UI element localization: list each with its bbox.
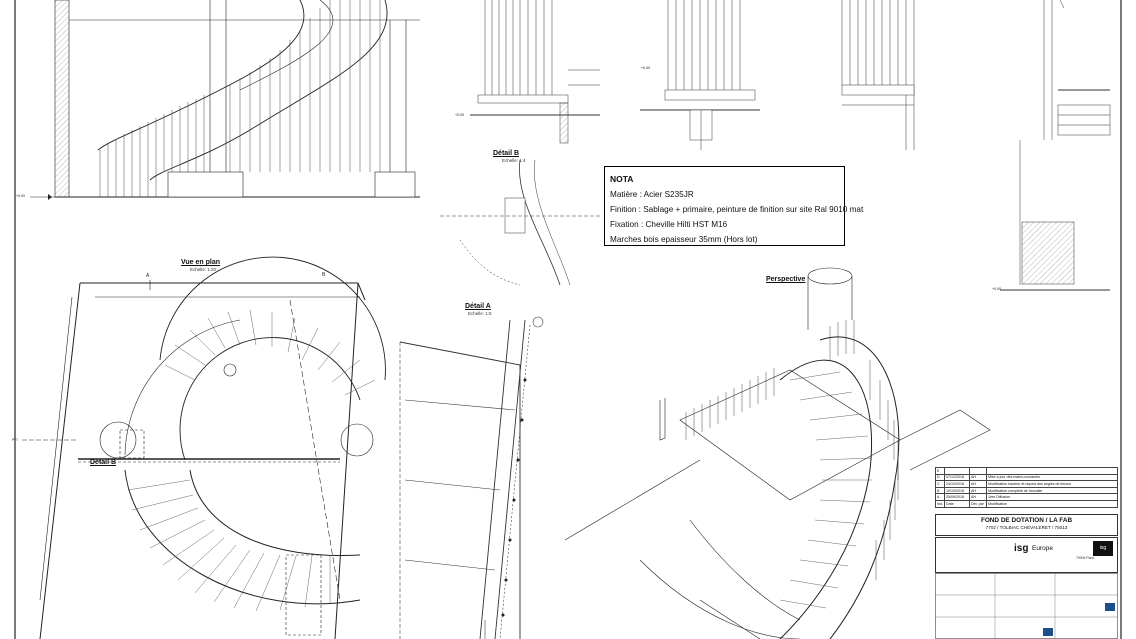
section-1-level-marker: +0.00 xyxy=(455,113,465,117)
rev-date xyxy=(944,467,970,475)
nota-line-steps: Marches bois epaisseur 35mm (Hors lot) xyxy=(610,235,758,244)
section-3 xyxy=(841,0,915,150)
nota-box: NOTA Matière : Acier S235JR Finition : S… xyxy=(604,166,864,246)
perspective-balusters xyxy=(685,320,899,580)
rev-text: 1ère Diffusion xyxy=(986,493,1118,501)
rev-header-date: Date xyxy=(944,499,970,508)
nota-line-fixing: Fixation : Cheville Hilti HST M16 xyxy=(610,220,728,229)
plan-view-title: Vue en plan xyxy=(181,259,221,266)
section-4 xyxy=(1000,0,1111,291)
nota-title: NOTA xyxy=(610,174,634,184)
rev-author xyxy=(969,467,987,475)
project-name: FOND DE DOTATION / LA FAB xyxy=(980,517,1073,524)
rev-date: 10/10/2018 xyxy=(944,486,970,495)
section-2 xyxy=(640,0,760,150)
rev-index: B xyxy=(935,486,945,495)
perspective-treads xyxy=(779,371,873,609)
detail-a-scale: Echelle: 1:5 xyxy=(468,311,492,316)
pfi-marker: PFI xyxy=(12,438,18,442)
rev-text xyxy=(986,467,1118,475)
plan-view xyxy=(22,256,386,639)
rev-index: A xyxy=(935,493,945,501)
detail-b-callout: Détail B xyxy=(90,459,117,466)
title-block-grid xyxy=(935,573,1118,639)
company-box: isg Europe isg 75005 Paris xyxy=(935,537,1118,573)
detail-b-title: Détail B xyxy=(493,150,520,157)
table-row: A 25/09/2018 AH 1ère Diffusion xyxy=(935,493,1118,501)
section-4-level-marker: +0.00 xyxy=(992,287,1002,291)
rev-header-index: Ind. xyxy=(935,499,945,508)
section-b-marker: B xyxy=(322,272,326,278)
table-row: B 10/10/2018 AH Modification complète de… xyxy=(935,486,1118,495)
elevation-level-marker: +0.00 xyxy=(16,194,26,198)
elevation-view xyxy=(54,0,420,198)
table-row: D 07/12/2018 AH Mise à jour des mains-co… xyxy=(935,473,1118,482)
project-address: 7702 / TOLBIAC CHEVALERET / 75013 xyxy=(985,525,1068,530)
rev-text: Modification hauteur et rayons des angle… xyxy=(986,480,1118,488)
plan-treads xyxy=(127,309,376,612)
rev-index: C xyxy=(935,480,945,488)
rev-author: AH xyxy=(969,493,987,501)
rev-date: 24/10/2018 xyxy=(944,480,970,488)
rev-header-text: Modification xyxy=(986,499,1118,508)
rev-author: AH xyxy=(969,480,987,488)
company-logo: isg xyxy=(1014,543,1029,554)
company-region: Europe xyxy=(1032,545,1053,552)
detail-a-drawing xyxy=(399,316,544,639)
perspective-drawing xyxy=(564,267,991,639)
rev-index: E xyxy=(935,467,945,475)
rev-author: AH xyxy=(969,473,987,482)
perspective-title: Perspective xyxy=(766,276,806,283)
revision-table: E D 07/12/2018 AH Mise à jour des mains-… xyxy=(935,467,1118,508)
section-1 xyxy=(470,0,600,144)
section-a-marker: A xyxy=(146,273,150,279)
rev-index: D xyxy=(935,473,945,482)
elevation-balusters xyxy=(99,0,381,197)
company-logo-box: isg xyxy=(1093,541,1113,556)
nota-line-finish: Finition : Sablage + primaire, peinture … xyxy=(610,205,864,214)
rev-text: Mise à jour des mains-courantes xyxy=(986,473,1118,482)
detail-a-title: Détail A xyxy=(465,303,491,310)
nota-line-material: Matière : Acier S235JR xyxy=(610,190,694,199)
detail-b-drawing xyxy=(440,159,600,286)
table-row: C 24/10/2018 AH Modification hauteur et … xyxy=(935,480,1118,488)
section-2-level-marker: +0.00 xyxy=(641,66,651,70)
rev-header-author: Dét. par xyxy=(969,499,987,508)
rev-date: 25/09/2018 xyxy=(944,493,970,501)
title-block: E D 07/12/2018 AH Mise à jour des mains-… xyxy=(935,467,1118,639)
table-row: E xyxy=(935,467,1118,475)
project-box: FOND DE DOTATION / LA FAB 7702 / TOLBIAC… xyxy=(935,514,1118,536)
plan-view-scale: Echelle: 1:20 xyxy=(190,267,217,272)
rev-text: Modification complète de l'escalier xyxy=(986,486,1118,495)
rev-author: AH xyxy=(969,486,987,495)
rev-date: 07/12/2018 xyxy=(944,473,970,482)
detail-a-bolts xyxy=(501,378,527,617)
detail-b-scale: Echelle: 1:4 xyxy=(502,158,526,163)
table-header-row: Ind. Date Dét. par Modification xyxy=(935,499,1118,508)
company-city: 75005 Paris xyxy=(1076,556,1095,560)
